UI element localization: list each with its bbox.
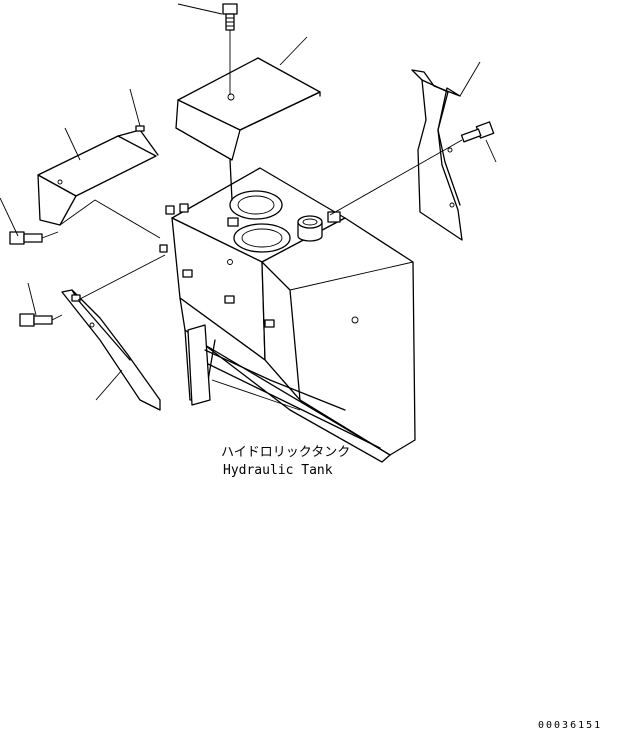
- tank-name-en: Hydraulic Tank: [223, 463, 333, 478]
- left-upper-cover: [37, 125, 161, 239]
- tank-name-jp: ハイドロリックタンク: [221, 445, 350, 460]
- top-cover-plate: [175, 57, 321, 201]
- right-vertical-bracket: [411, 69, 463, 241]
- top-bolt: [222, 3, 238, 95]
- leader-lines: [0, 3, 497, 401]
- left-upper-bolt: [9, 231, 59, 245]
- figure-id: 00036151: [538, 720, 602, 731]
- right-bolt: [329, 121, 495, 216]
- hydraulic-tank: [159, 167, 416, 463]
- left-lower-bolt: [19, 313, 63, 327]
- left-lower-cover: [61, 254, 166, 411]
